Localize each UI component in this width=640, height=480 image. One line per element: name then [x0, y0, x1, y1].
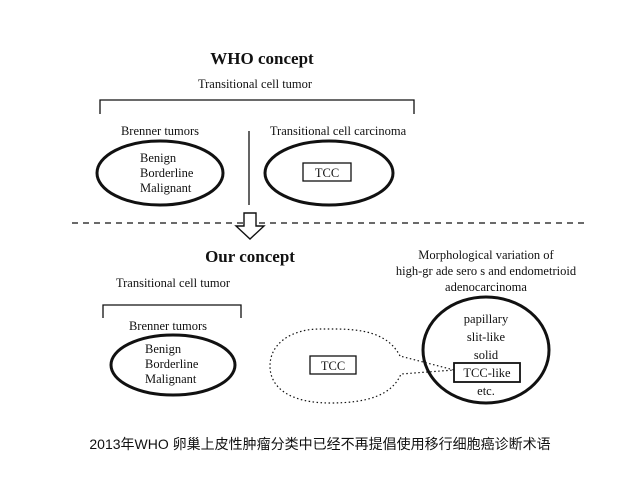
who-tcc-ellipse — [263, 139, 395, 207]
who-tcc-label: Transitional cell carcinoma — [270, 124, 407, 138]
our-benign: Benign — [145, 342, 182, 356]
morph-tcc-like: TCC-like — [463, 366, 511, 380]
morph-title-line-1: Morphological variation of — [418, 248, 554, 262]
who-tcc-box — [302, 162, 352, 182]
our-tcc-box-label: TCC — [321, 359, 345, 373]
morph-etc: etc. — [477, 384, 495, 398]
our-malignant: Malignant — [145, 372, 197, 386]
who-benign: Benign — [140, 151, 177, 165]
who-borderline: Borderline — [140, 166, 194, 180]
our-subtitle: Transitional cell tumor — [116, 276, 231, 290]
who-brenner-ellipse — [95, 139, 225, 207]
our-title: Our concept — [205, 247, 295, 266]
who-malignant: Malignant — [140, 181, 192, 195]
morph-papillary: papillary — [464, 312, 509, 326]
morph-ellipse — [421, 295, 551, 405]
who-tcc-box-label: TCC — [315, 166, 339, 180]
morph-slit-like: slit-like — [467, 330, 506, 344]
figure-caption: 2013年WHO 卵巢上皮性肿瘤分类中已经不再提倡使用移行细胞癌诊断术语 — [89, 436, 551, 452]
who-title: WHO concept — [210, 49, 314, 68]
our-tcc-box — [309, 355, 357, 375]
morph-title-line-2: high-gr ade sero s and endometrioid — [396, 264, 577, 278]
our-borderline: Borderline — [145, 357, 199, 371]
our-bracket — [102, 304, 242, 318]
morph-solid: solid — [474, 348, 499, 362]
our-brenner-label: Brenner tumors — [129, 319, 207, 333]
who-brenner-label: Brenner tumors — [121, 124, 199, 138]
who-subtitle: Transitional cell tumor — [198, 77, 313, 91]
morph-tcc-like-box — [453, 362, 521, 383]
our-brenner-ellipse — [109, 333, 237, 397]
who-bracket — [99, 99, 415, 114]
morph-title-line-3: adenocarcinoma — [445, 280, 527, 294]
down-arrow-icon — [234, 212, 266, 240]
